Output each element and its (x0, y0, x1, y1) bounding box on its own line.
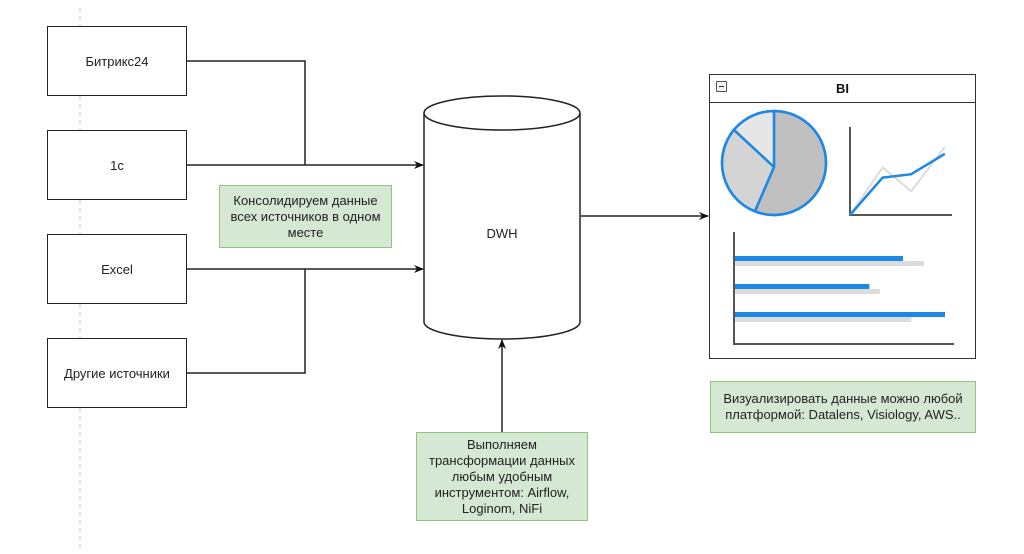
dwh-label: DWH (486, 226, 518, 241)
bi-panel[interactable]: BI (709, 74, 976, 359)
bar-gray (735, 317, 912, 322)
bar-blue (735, 256, 903, 261)
bar-gray (735, 289, 880, 294)
source-label: Excel (101, 261, 133, 277)
bi-dashboard-charts (720, 109, 954, 345)
bi-panel-header: BI (710, 75, 975, 103)
bar-chart-axes (733, 232, 954, 345)
note-visualize[interactable]: Визуализировать данные можно любой платф… (710, 381, 976, 433)
source-other[interactable]: Другие источники (47, 338, 187, 408)
source-label: Битрикс24 (85, 53, 149, 69)
source-label: 1с (110, 157, 124, 173)
edge-other-to-excel (187, 269, 306, 374)
line-series-blue (849, 152, 946, 216)
minus-square-icon[interactable] (716, 81, 727, 92)
source-excel[interactable]: Excel (47, 234, 187, 304)
bar-blue (735, 312, 945, 317)
bi-title: BI (836, 81, 849, 96)
dwh-cylinder[interactable] (423, 95, 581, 340)
line-series-gray (849, 146, 946, 216)
source-1c[interactable]: 1с (47, 130, 187, 200)
bar-blue (735, 284, 870, 289)
pie-outline (720, 109, 828, 217)
source-label: Другие источники (64, 365, 170, 381)
bar-gray (735, 261, 924, 266)
note-consolidate[interactable]: Консолидируем данные всех источников в о… (219, 185, 392, 248)
line-chart-axes (849, 127, 952, 216)
note-transform[interactable]: Выполняем трансформации данных любым удо… (416, 432, 588, 521)
edge-bitrix-to-1c (187, 60, 306, 165)
source-bitrix24[interactable]: Битрикс24 (47, 26, 187, 96)
